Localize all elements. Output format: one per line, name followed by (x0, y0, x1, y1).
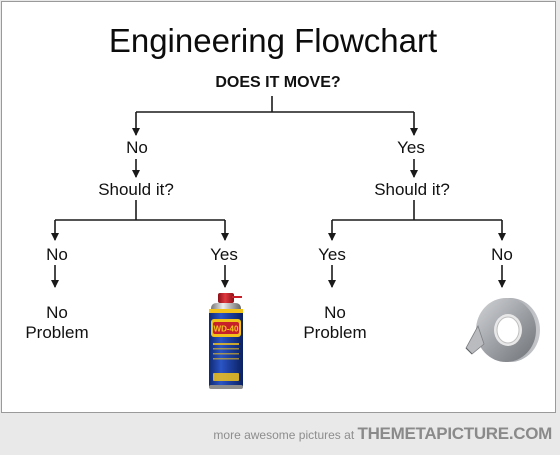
flowchart-title: Engineering Flowchart (108, 22, 438, 59)
watermark-footer: more awesome pictures at THEMETAPICTURE.… (213, 424, 552, 444)
right-question: Should it? (374, 180, 450, 199)
footer-prefix: more awesome pictures at (213, 428, 355, 442)
right-outcome-no-problem: No Problem (303, 303, 366, 343)
left-no-answer: No (46, 245, 68, 264)
flowchart-connectors (51, 96, 506, 288)
left-outcome-no-problem: No Problem (25, 303, 88, 343)
flowchart-panel: Engineering Flowchart DOES IT MOVE? No Y… (1, 1, 556, 413)
outcome-line-1: No (324, 303, 346, 322)
outcome-line-2: Problem (25, 323, 89, 342)
wd-40-can-icon: WD-40 (209, 293, 243, 389)
left-yes-answer: Yes (210, 245, 238, 264)
right-yes-answer: Yes (318, 245, 346, 264)
root-question: DOES IT MOVE? (215, 74, 341, 91)
right-answer: Yes (397, 138, 425, 157)
left-question: Should it? (98, 180, 174, 199)
can-brand-label: WD-40 (214, 325, 239, 334)
outcome-line-2: Problem (303, 323, 367, 342)
right-no-answer: No (491, 245, 513, 264)
duct-tape-icon (465, 298, 540, 362)
left-answer: No (126, 138, 148, 157)
footer-site[interactable]: THEMETAPICTURE.COM (357, 424, 553, 443)
outcome-line-1: No (46, 303, 68, 322)
